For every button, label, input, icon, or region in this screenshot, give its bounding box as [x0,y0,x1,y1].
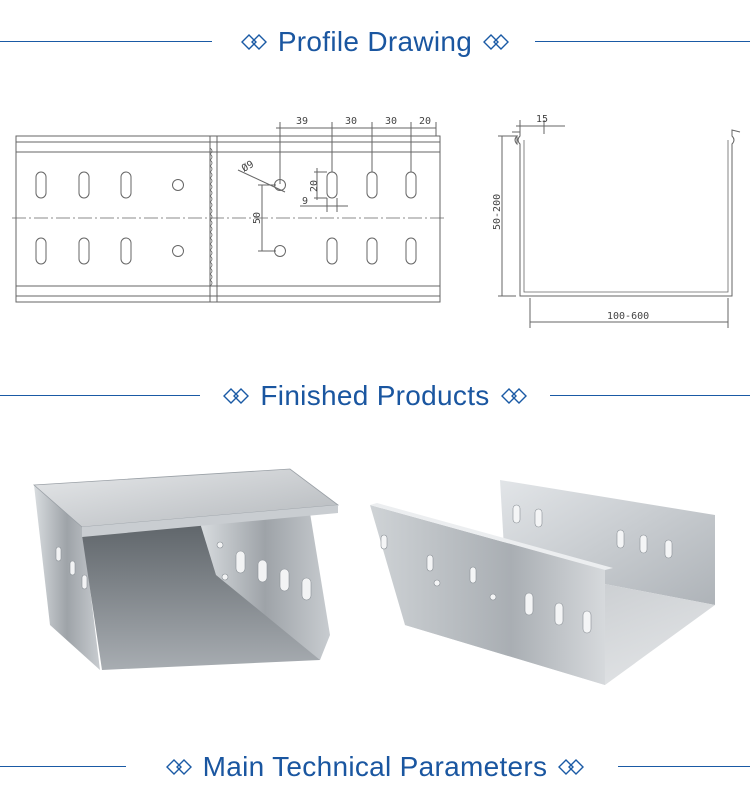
divider-line-right [550,395,750,396]
dim-label: 20 [309,180,320,192]
round-hole [172,245,184,257]
tray-side-panel [15,135,441,303]
slot [35,237,47,265]
section-title: Profile Drawing [277,26,473,57]
divider-line-left [0,395,200,396]
slot [78,171,90,199]
product-photo-open-tray [370,480,715,685]
dim-label: Ø9 [240,158,256,174]
slot [366,171,378,199]
dim-label: 100-600 [607,311,649,322]
diamond-ornament-icon [483,34,510,50]
section-title: Finished Products [260,380,490,411]
slot [405,237,417,265]
diamond-ornament-icon [558,759,585,775]
section-header-main-technical-parameters: Main Technical Parameters [0,745,750,789]
dim-label: 15 [536,114,548,125]
round-hole [172,179,184,191]
slot [120,171,132,199]
slot [35,171,47,199]
diamond-ornament-icon [223,388,250,404]
slot [405,171,417,199]
dim-label: 30 [345,116,357,127]
tray-cross-section [512,129,741,297]
dim-label: 30 [385,116,397,127]
slot [366,237,378,265]
tray-front-wall [370,505,605,685]
divider-line-left [0,41,212,42]
profile-drawing: 39 30 30 20 Ø9 20 9 50 15 50-200 100-600 [12,114,741,328]
dim-label: 20 [419,116,431,127]
section-header-finished-products: Finished Products [0,374,750,418]
dim-label: 50-200 [492,194,503,230]
slot [326,171,338,199]
product-photo-covered-tray [33,468,340,670]
divider-line-right [535,41,750,42]
dim-label: 39 [296,116,308,127]
slot [120,237,132,265]
diamond-ornament-icon [240,34,267,50]
divider-line-left [0,766,126,767]
slot [326,237,338,265]
divider-line-right [618,766,750,767]
section-title: Main Technical Parameters [202,751,548,782]
dim-label: 9 [302,196,308,207]
tray-side-wall [34,485,100,670]
slot [78,237,90,265]
diamond-ornament-icon [165,759,192,775]
dim-label: 50 [252,212,263,224]
diamond-ornament-icon [500,388,527,404]
section-header-profile-drawing: Profile Drawing [0,20,750,64]
round-hole [274,245,286,257]
